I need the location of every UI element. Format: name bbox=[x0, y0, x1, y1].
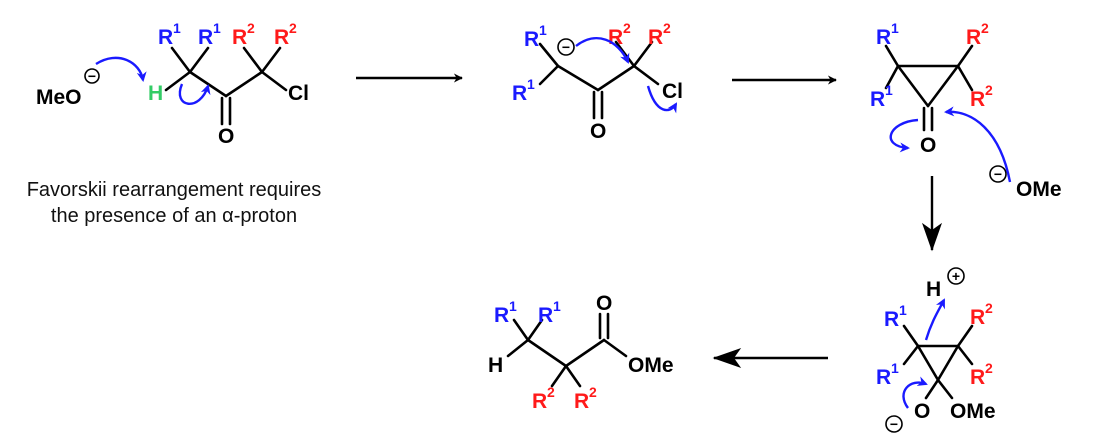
r1-superscript: 1 bbox=[539, 22, 547, 38]
electron-push-arrow bbox=[575, 36, 630, 64]
electron-push-arrow bbox=[889, 118, 919, 153]
caption-line-2: the presence of an α-proton bbox=[51, 205, 297, 227]
r1-label: R bbox=[198, 26, 213, 49]
r1-superscript: 1 bbox=[553, 298, 561, 314]
structure-tetrahedral-intermediate: H + R 1 R 1 R 2 R 2 O OMe − bbox=[876, 267, 996, 433]
structure-enolate: R 1 R 1 R 2 R 2 Cl O − bbox=[512, 20, 683, 143]
r2-label: R bbox=[966, 26, 981, 49]
charge-sign: − bbox=[994, 166, 1002, 182]
r1-superscript: 1 bbox=[527, 76, 535, 92]
r1-label: R bbox=[876, 26, 891, 49]
r2-superscript: 2 bbox=[247, 20, 255, 36]
methoxy-label: OMe bbox=[628, 354, 674, 377]
caption-line-1: Favorskii rearrangement requires bbox=[27, 179, 322, 201]
r2-label: R bbox=[574, 390, 589, 413]
electron-push-arrow bbox=[944, 106, 1012, 183]
r2-superscript: 2 bbox=[289, 20, 297, 36]
electron-push-arrow bbox=[646, 85, 678, 114]
electron-push-arrow bbox=[95, 56, 147, 82]
methoxide-label: OMe bbox=[1016, 178, 1062, 201]
r1-label: R bbox=[538, 304, 553, 327]
alpha-proton-label: H bbox=[148, 82, 163, 105]
r1-label: R bbox=[512, 82, 527, 105]
electron-push-arrow bbox=[924, 298, 946, 341]
carbonyl-oxygen-label: O bbox=[590, 120, 606, 143]
methoxide-label: MeO bbox=[36, 86, 82, 109]
charge-sign: − bbox=[88, 68, 96, 84]
r1-label: R bbox=[494, 304, 509, 327]
r1-label: R bbox=[876, 366, 891, 389]
structure-cyclopropanone: R 1 R 1 R 2 R 2 O − OMe bbox=[870, 20, 1062, 201]
electron-push-arrow bbox=[178, 83, 211, 105]
r2-label: R bbox=[274, 26, 289, 49]
r2-superscript: 2 bbox=[985, 360, 993, 376]
r2-label: R bbox=[970, 366, 985, 389]
methoxy-label: OMe bbox=[950, 400, 996, 423]
proton-label: H bbox=[926, 278, 941, 301]
r1-label: R bbox=[158, 26, 173, 49]
negative-charge-icon bbox=[557, 38, 575, 56]
r1-superscript: 1 bbox=[173, 20, 181, 36]
negative-charge-icon bbox=[885, 415, 903, 433]
chlorine-label: Cl bbox=[662, 80, 683, 103]
r2-superscript: 2 bbox=[985, 300, 993, 316]
r2-superscript: 2 bbox=[589, 384, 597, 400]
charge-sign: − bbox=[890, 416, 898, 432]
negative-charge-icon bbox=[84, 68, 100, 84]
r2-label: R bbox=[532, 390, 547, 413]
r1-superscript: 1 bbox=[885, 82, 893, 98]
r1-superscript: 1 bbox=[891, 360, 899, 376]
r2-label: R bbox=[648, 26, 663, 49]
r1-label: R bbox=[524, 28, 539, 51]
r2-label: R bbox=[970, 88, 985, 111]
carbonyl-oxygen-label: O bbox=[596, 292, 612, 315]
r1-superscript: 1 bbox=[509, 298, 517, 314]
r1-superscript: 1 bbox=[213, 20, 221, 36]
carbonyl-oxygen-label: O bbox=[920, 134, 936, 157]
r1-label: R bbox=[884, 308, 899, 331]
r1-superscript: 1 bbox=[891, 20, 899, 36]
structure-ester-product: H R 1 R 1 O OMe R 2 R 2 bbox=[488, 292, 674, 413]
r1-superscript: 1 bbox=[899, 302, 907, 318]
chlorine-label: Cl bbox=[288, 82, 309, 105]
r2-superscript: 2 bbox=[663, 20, 671, 36]
structure-chloroketone: MeO − H Cl O R 1 R 1 R 2 R 2 bbox=[36, 20, 309, 148]
carbonyl-oxygen-label: O bbox=[218, 125, 234, 148]
alkoxide-oxygen-label: O bbox=[914, 400, 930, 423]
r2-label: R bbox=[970, 306, 985, 329]
electron-push-arrow bbox=[902, 376, 928, 409]
charge-sign: + bbox=[952, 268, 960, 284]
positive-charge-icon bbox=[947, 267, 965, 285]
r2-superscript: 2 bbox=[981, 20, 989, 36]
r2-label: R bbox=[232, 26, 247, 49]
negative-charge-icon bbox=[989, 165, 1007, 183]
charge-sign: − bbox=[562, 39, 570, 55]
hydrogen-label: H bbox=[488, 354, 503, 377]
r1-label: R bbox=[870, 88, 885, 111]
r2-superscript: 2 bbox=[985, 82, 993, 98]
r2-superscript: 2 bbox=[623, 20, 631, 36]
r2-superscript: 2 bbox=[547, 384, 555, 400]
